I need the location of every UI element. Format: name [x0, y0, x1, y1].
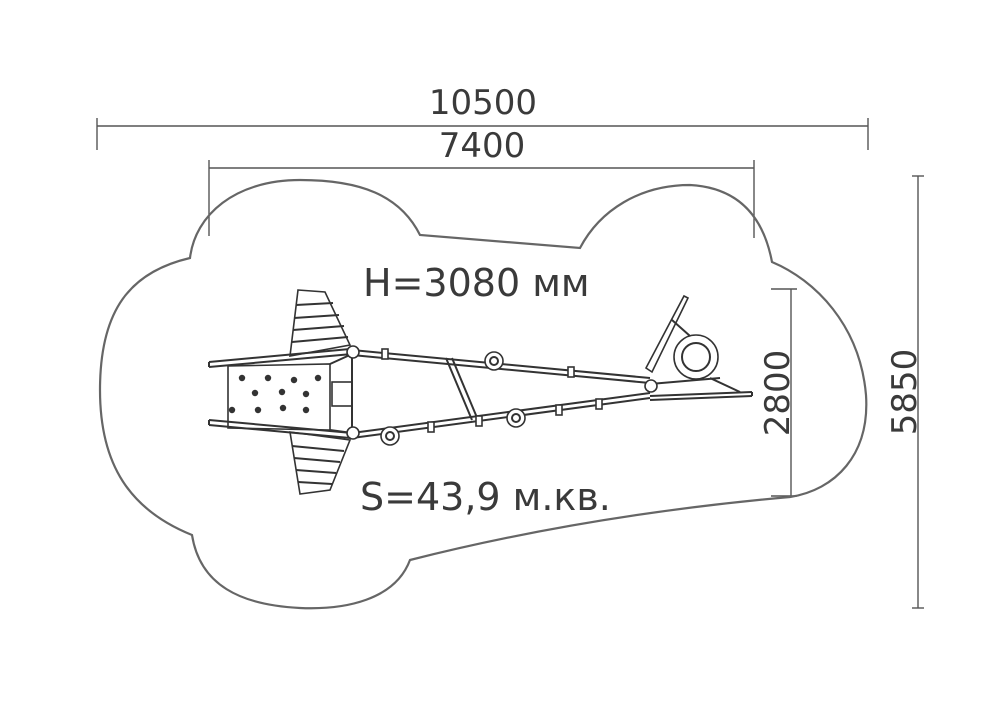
lower-wing-ladder	[289, 431, 352, 495]
tail-section	[644, 294, 753, 401]
overall-width-label: 5850	[885, 349, 925, 436]
climbing-wall	[208, 348, 353, 439]
area-label: S=43,9 м.кв.	[360, 475, 611, 519]
upper-wing-ladder	[289, 289, 352, 357]
overall-length-label: 10500	[429, 83, 537, 123]
height-label: H=3080 мм	[363, 261, 590, 305]
play-structure	[208, 289, 753, 495]
dimension-overall-length	[96, 118, 869, 150]
fuselage-rails	[346, 345, 651, 446]
dimension-overall-width	[912, 175, 924, 609]
safety-zone-outline	[98, 178, 868, 610]
equipment-length-label: 7400	[439, 126, 526, 166]
dimension-equipment-length	[208, 160, 755, 238]
equipment-width-label: 2800	[758, 350, 798, 437]
